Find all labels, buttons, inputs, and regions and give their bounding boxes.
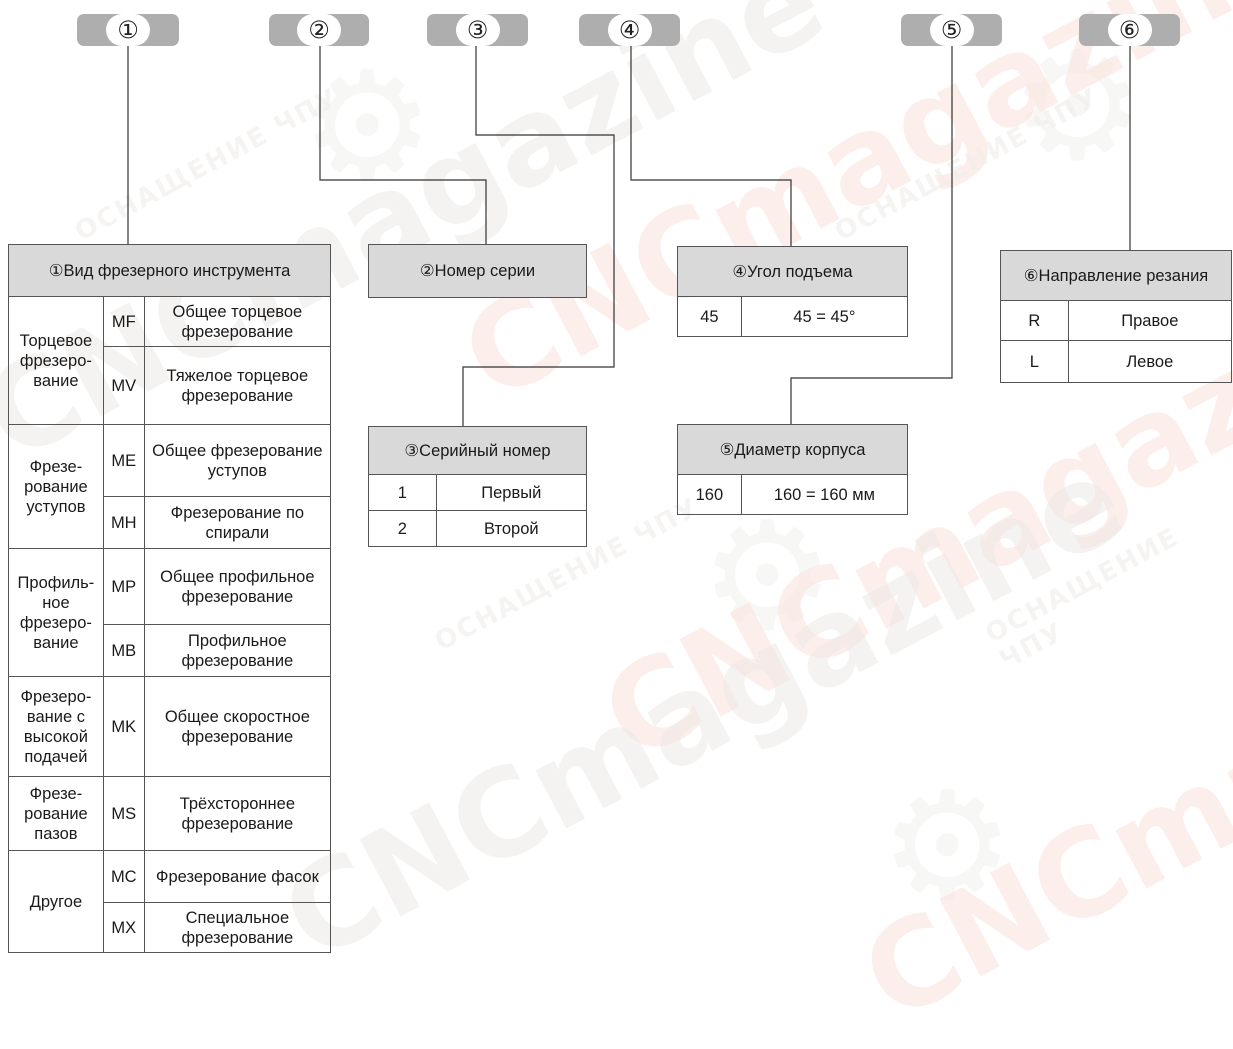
row-code: 2 — [368, 510, 437, 547]
serial-number-title: ③Серийный номер — [368, 426, 587, 475]
series-number-box: ②Номер серии — [368, 244, 587, 298]
group-name: Торцевое фрезеро-вание — [8, 296, 104, 425]
code-label: ③ — [455, 14, 500, 46]
row-code: 45 — [677, 296, 742, 337]
helix-angle-table: ④Угол подъема 45 45 = 45° — [677, 246, 909, 337]
code-label: ⑤ — [929, 14, 974, 46]
item-desc: Профильное фрезерование — [143, 624, 332, 677]
code-label: ② — [297, 14, 341, 46]
helix-angle-title: ④Угол подъема — [677, 246, 908, 297]
item-desc: Общее торцевое фрезерование — [143, 296, 332, 347]
item-code: MH — [102, 496, 145, 549]
cutting-direction-table: ⑥Направление резания R Правое L Левое — [1000, 250, 1233, 383]
code-label: ① — [106, 14, 150, 46]
item-code: MK — [102, 676, 145, 777]
code-pill-5: ⑤ — [901, 14, 1002, 46]
connector-5 — [790, 46, 953, 424]
group-name: Другое — [8, 850, 104, 953]
item-desc: Фрезерование по спирали — [143, 496, 332, 549]
item-code: MX — [102, 902, 145, 953]
series-number-title: ②Номер серии — [419, 262, 536, 280]
row-code: 160 — [677, 474, 742, 515]
item-desc: Общее профильное фрезерование — [143, 548, 332, 625]
code-pill-6: ⑥ — [1079, 14, 1180, 46]
code-label: ④ — [607, 14, 652, 46]
item-desc: Трёхстороннее фрезерование — [143, 776, 332, 851]
body-diameter-title: ⑤Диаметр корпуса — [677, 424, 908, 475]
item-code: ME — [102, 424, 145, 497]
item-desc: Общее фрезерование уступов — [143, 424, 332, 497]
item-code: MF — [102, 296, 145, 347]
group-name: Фрезе-рование уступов — [8, 424, 104, 549]
row-desc: Второй — [435, 510, 588, 547]
code-pill-4: ④ — [579, 14, 680, 46]
row-code: R — [1000, 300, 1069, 341]
cutting-direction-title: ⑥Направление резания — [1000, 250, 1232, 301]
item-desc: Тяжелое торцевое фрезерование — [143, 346, 332, 425]
body-diameter-table: ⑤Диаметр корпуса 160 160 = 160 мм — [677, 424, 909, 515]
row-desc: Правое — [1067, 300, 1233, 341]
item-code: MC — [102, 850, 145, 903]
item-code: MP — [102, 548, 145, 625]
group-name: Фрезеро-вание с высокой подачей — [8, 676, 104, 777]
row-desc: Первый — [435, 474, 588, 511]
item-code: MV — [102, 346, 145, 425]
code-pill-2: ② — [269, 14, 369, 46]
group-name: Фрезе-рование пазов — [8, 776, 104, 851]
tool-type-table: ①Вид фрезерного инструмента Торцевое фре… — [8, 244, 332, 953]
connector-3 — [462, 46, 615, 426]
connector-lines — [127, 46, 1131, 426]
item-code: MB — [102, 624, 145, 677]
item-desc: Общее скоростное фрезерование — [143, 676, 332, 777]
connector-2 — [319, 46, 487, 244]
row-code: L — [1000, 340, 1069, 383]
item-code: MS — [102, 776, 145, 851]
code-label: ⑥ — [1107, 14, 1152, 46]
tool-type-title: ①Вид фрезерного инструмента — [8, 244, 331, 297]
code-pill-1: ① — [77, 14, 179, 46]
item-desc: Специальное фрезерование — [143, 902, 332, 953]
item-desc: Фрезерование фасок — [143, 850, 332, 903]
row-desc: 160 = 160 мм — [740, 474, 909, 515]
row-desc: Левое — [1067, 340, 1233, 383]
row-code: 1 — [368, 474, 437, 511]
row-desc: 45 = 45° — [740, 296, 909, 337]
connector-4 — [630, 46, 792, 246]
serial-number-table: ③Серийный номер 1 Первый 2 Второй — [368, 426, 588, 547]
code-pill-3: ③ — [427, 14, 528, 46]
group-name: Профиль-ное фрезеро-вание — [8, 548, 104, 677]
